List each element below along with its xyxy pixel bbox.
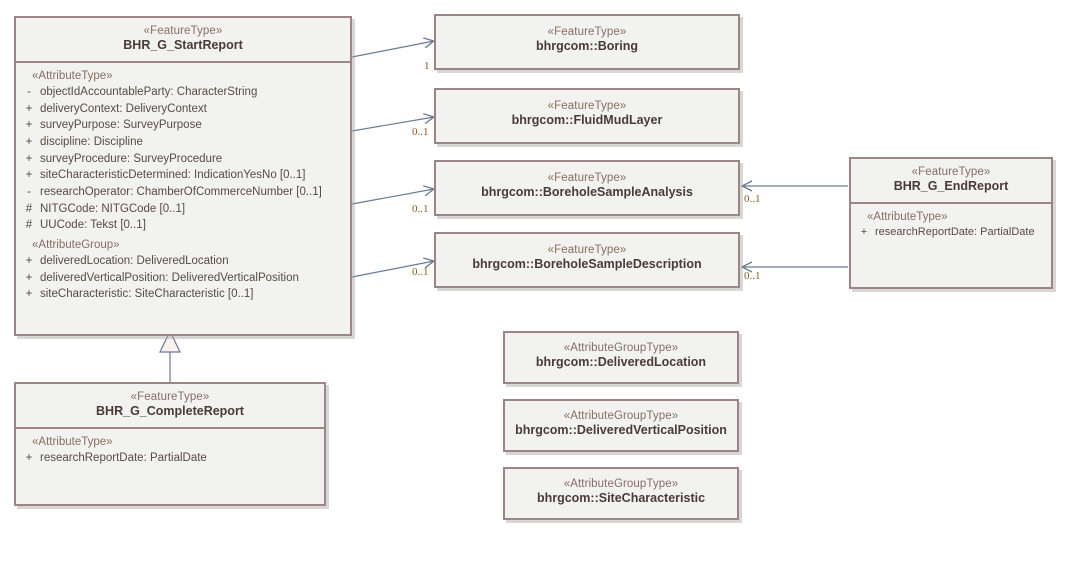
class-header-bhrgcom-sitecharacteristic: «AttributeGroupType» bhrgcom::SiteCharac… <box>505 469 737 514</box>
attribute-row[interactable]: # NITGCode: NITGCode [0..1] <box>18 201 348 218</box>
class-header-bhr-g-startreport: «FeatureType» BHR_G_StartReport <box>16 18 350 63</box>
visibility-marker: + <box>25 255 33 268</box>
stereotype-label: «AttributeGroupType» <box>563 342 679 354</box>
stereotype-label: «FeatureType» <box>547 100 627 112</box>
visibility-marker: + <box>25 119 33 132</box>
multiplicity-description-right: 0..1 <box>744 270 761 282</box>
class-name-label: bhrgcom::Boring <box>535 39 639 54</box>
stereotype-label: «AttributeGroupType» <box>563 410 679 422</box>
class-header-bhrgcom-deliveredverticalposition: «AttributeGroupType» bhrgcom::DeliveredV… <box>505 401 737 446</box>
attribute-row[interactable]: + surveyProcedure: SurveyProcedure <box>18 151 348 168</box>
class-box-bhr-g-endreport[interactable]: «FeatureType» BHR_G_EndReport «Attribute… <box>849 157 1053 289</box>
class-box-bhrgcom-deliveredverticalposition[interactable]: «AttributeGroupType» bhrgcom::DeliveredV… <box>503 399 739 452</box>
attribute-group-heading-attributegroup: «AttributeGroup» <box>32 239 120 252</box>
attribute-row[interactable]: + researchReportDate: PartialDate <box>853 225 1049 241</box>
connector-start-to-boreholesampleanalysis <box>351 185 436 205</box>
class-name-label: BHR_G_StartReport <box>123 38 243 53</box>
attribute-group-heading-attributetype: «AttributeType» <box>32 70 113 82</box>
visibility-marker: # <box>25 202 33 215</box>
attribute-row[interactable]: + siteCharacteristicDetermined: Indicati… <box>18 167 348 184</box>
visibility-marker: + <box>25 102 33 115</box>
class-name-label: bhrgcom::DeliveredVerticalPosition <box>515 423 727 438</box>
attribute-label: discipline: Discipline <box>40 136 143 149</box>
class-header-bhrgcom-fluidmudlayer: «FeatureType» bhrgcom::FluidMudLayer <box>436 90 738 136</box>
class-body-bhr-g-endreport: «AttributeType» + researchReportDate: Pa… <box>851 204 1051 247</box>
class-header-bhrgcom-boring: «FeatureType» bhrgcom::Boring <box>436 16 738 62</box>
attribute-group-heading-attributetype: «AttributeType» <box>32 436 113 448</box>
class-body-bhr-g-startreport: «AttributeType» - objectIdAccountablePar… <box>16 63 350 310</box>
connector-start-to-boring <box>351 37 436 58</box>
class-name-label: BHR_G_CompleteReport <box>96 404 244 419</box>
attribute-row[interactable]: # UUCode: Tekst [0..1] <box>18 217 348 234</box>
class-name-label: bhrgcom::BoreholeSampleAnalysis <box>481 185 693 200</box>
class-header-bhrgcom-deliveredlocation: «AttributeGroupType» bhrgcom::DeliveredL… <box>505 333 737 378</box>
attribute-row[interactable]: + deliveredVerticalPosition: DeliveredVe… <box>18 270 348 287</box>
attribute-row[interactable]: + discipline: Discipline <box>18 134 348 151</box>
attribute-label: researchOperator: ChamberOfCommerceNumbe… <box>40 186 322 199</box>
stereotype-label: «FeatureType» <box>547 26 627 38</box>
stereotype-label: «FeatureType» <box>547 244 627 256</box>
class-box-bhrgcom-boring[interactable]: «FeatureType» bhrgcom::Boring <box>434 14 740 70</box>
attribute-row[interactable]: + siteCharacteristic: SiteCharacteristic… <box>18 286 348 303</box>
visibility-marker: + <box>25 169 33 182</box>
attribute-group-heading-attributetype: «AttributeType» <box>867 211 948 223</box>
multiplicity-analysis-right: 0..1 <box>744 193 761 205</box>
visibility-marker: + <box>25 288 33 301</box>
class-box-bhr-g-completereport[interactable]: «FeatureType» BHR_G_CompleteReport «Attr… <box>14 382 326 506</box>
stereotype-label: «FeatureType» <box>911 166 991 178</box>
attribute-label: deliveredLocation: DeliveredLocation <box>40 255 229 268</box>
multiplicity-fluidmudlayer: 0..1 <box>412 126 429 138</box>
stereotype-label: «FeatureType» <box>547 172 627 184</box>
attribute-row[interactable]: + surveyPurpose: SurveyPurpose <box>18 117 348 134</box>
multiplicity-boring: 1 <box>424 60 430 72</box>
attribute-label: objectIdAccountableParty: CharacterStrin… <box>40 86 258 98</box>
visibility-marker: + <box>25 152 33 165</box>
attribute-label: surveyPurpose: SurveyPurpose <box>40 119 202 132</box>
attribute-row[interactable]: + deliveredLocation: DeliveredLocation <box>18 253 348 270</box>
attribute-label: deliveredVerticalPosition: DeliveredVert… <box>40 271 299 284</box>
class-header-bhr-g-endreport: «FeatureType» BHR_G_EndReport <box>851 159 1051 204</box>
class-header-bhr-g-completereport: «FeatureType» BHR_G_CompleteReport <box>16 384 324 429</box>
attribute-label: siteCharacteristicDetermined: Indication… <box>40 169 306 182</box>
visibility-marker: # <box>25 219 33 232</box>
stereotype-label: «AttributeGroupType» <box>563 478 679 490</box>
visibility-marker: + <box>25 271 33 284</box>
class-box-bhrgcom-fluidmudlayer[interactable]: «FeatureType» bhrgcom::FluidMudLayer <box>434 88 740 144</box>
stereotype-label: «FeatureType» <box>143 25 223 37</box>
class-name-label: bhrgcom::SiteCharacteristic <box>536 491 706 506</box>
attribute-row[interactable]: + deliveryContext: DeliveryContext <box>18 101 348 118</box>
visibility-marker: + <box>25 452 33 464</box>
class-box-bhrgcom-boreholesampledescription[interactable]: «FeatureType» bhrgcom::BoreholeSampleDes… <box>434 232 740 288</box>
attribute-label: deliveryContext: DeliveryContext <box>40 102 207 115</box>
multiplicity-description-left: 0..1 <box>412 266 429 278</box>
attribute-row[interactable]: + researchReportDate: PartialDate <box>18 450 322 467</box>
attribute-label: surveyProcedure: SurveyProcedure <box>40 152 223 165</box>
attribute-label: siteCharacteristic: SiteCharacteristic [… <box>40 288 254 301</box>
attribute-row[interactable]: - objectIdAccountableParty: CharacterStr… <box>18 84 348 101</box>
attribute-label: researchReportDate: PartialDate <box>875 226 1035 238</box>
attribute-label: researchReportDate: PartialDate <box>40 452 207 464</box>
class-name-label: bhrgcom::DeliveredLocation <box>535 355 707 370</box>
attribute-row[interactable]: - researchOperator: ChamberOfCommerceNum… <box>18 184 348 201</box>
visibility-marker: + <box>860 226 868 238</box>
class-box-bhrgcom-deliveredlocation[interactable]: «AttributeGroupType» bhrgcom::DeliveredL… <box>503 331 739 384</box>
visibility-marker: + <box>25 136 33 149</box>
class-name-label: bhrgcom::BoreholeSampleDescription <box>472 257 702 272</box>
stereotype-label: «FeatureType» <box>130 391 210 403</box>
class-name-label: bhrgcom::FluidMudLayer <box>511 113 663 128</box>
attribute-label: UUCode: Tekst [0..1] <box>40 219 146 232</box>
visibility-marker: - <box>27 86 31 98</box>
class-header-bhrgcom-boreholesampleanalysis: «FeatureType» bhrgcom::BoreholeSampleAna… <box>436 162 738 208</box>
attribute-label: NITGCode: NITGCode [0..1] <box>40 202 186 215</box>
class-body-bhr-g-completereport: «AttributeType» + researchReportDate: Pa… <box>16 429 324 473</box>
class-header-bhrgcom-boreholesampledescription: «FeatureType» bhrgcom::BoreholeSampleDes… <box>436 234 738 280</box>
multiplicity-analysis-left: 0..1 <box>412 203 429 215</box>
class-box-bhrgcom-boreholesampleanalysis[interactable]: «FeatureType» bhrgcom::BoreholeSampleAna… <box>434 160 740 216</box>
visibility-marker: - <box>27 186 31 199</box>
class-box-bhr-g-startreport[interactable]: «FeatureType» BHR_G_StartReport «Attribu… <box>14 16 352 336</box>
class-name-label: BHR_G_EndReport <box>893 179 1009 194</box>
class-box-bhrgcom-sitecharacteristic[interactable]: «AttributeGroupType» bhrgcom::SiteCharac… <box>503 467 739 520</box>
connector-generalization-complete-to-start <box>159 329 181 382</box>
